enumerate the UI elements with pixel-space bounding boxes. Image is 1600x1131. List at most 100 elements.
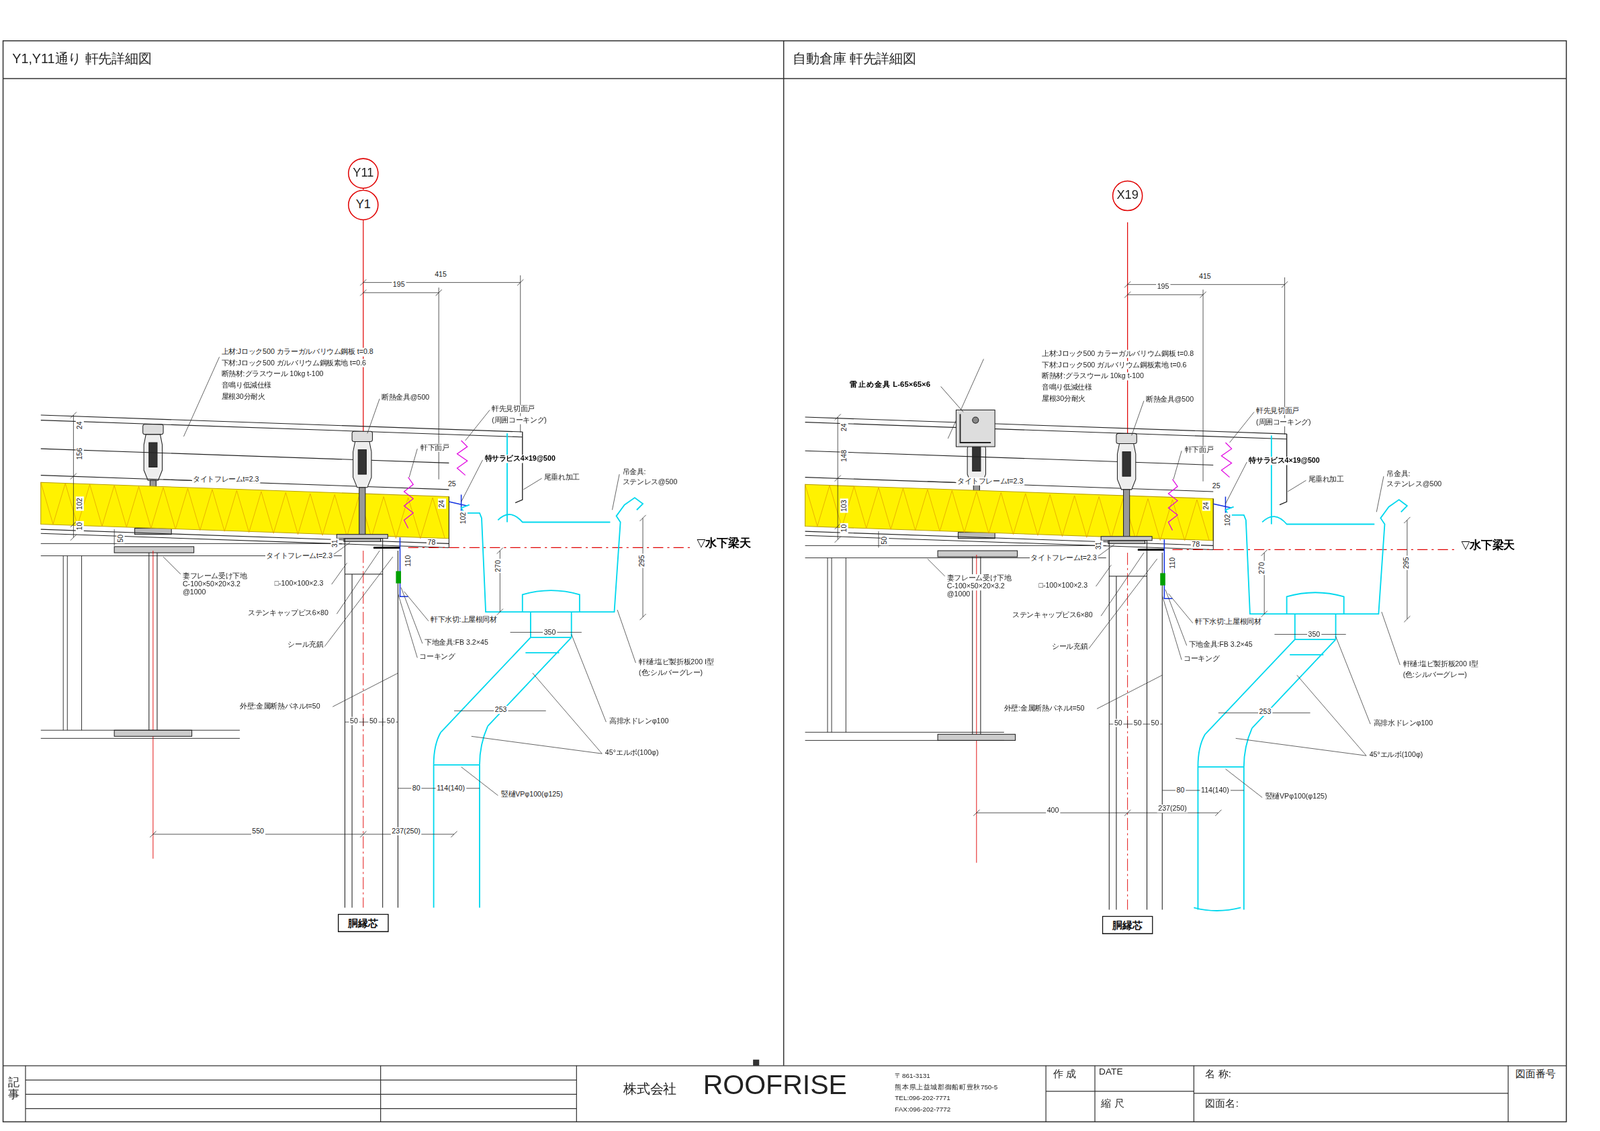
drawing-label: 50 <box>880 535 889 546</box>
drawing-label: 図面名: <box>1204 1097 1240 1109</box>
header-band: 自動倉庫 軒先詳細図 <box>783 40 1567 79</box>
drawing-label: 10 <box>839 523 848 534</box>
drawing-label: 上材:Jロック500 カラーガルバリウム鋼板 t=0.8 <box>1041 349 1195 359</box>
drawing-label: 195 <box>1156 282 1171 291</box>
drawing-label: 50 <box>349 716 360 725</box>
grid-bubble: X19 <box>1112 180 1144 212</box>
node-text: 胴縁芯 <box>1112 919 1144 931</box>
drawing-label: 45°エルボ(100φ) <box>603 748 660 758</box>
drawing-label: ▽水下梁天 <box>695 536 752 549</box>
drawing-label: 高排水ドレンφ100 <box>1372 719 1434 728</box>
drawing-rect <box>955 409 995 447</box>
drawing-label: コーキング <box>1182 654 1221 663</box>
drawing-line <box>3 1065 1567 1066</box>
dimension-lines <box>149 810 1241 911</box>
drawing-label: 妻フレーム受け下地 <box>945 574 1013 583</box>
header-band: Y1,Y11通り 軒先詳細図 <box>3 40 784 79</box>
drawing-label: 400 <box>1045 806 1060 815</box>
drawing-label: タイトフレームt=2.3 <box>1029 554 1098 563</box>
drawing-label: 軒下面戸 <box>1183 446 1215 455</box>
drawing-label: 断熱金具@500 <box>1144 395 1195 404</box>
drawing-label: (周囲コーキング) <box>491 416 549 425</box>
drawing-label: 断熱材:グラスウール 10kg t-100 <box>220 370 325 379</box>
drawing-label: 25 <box>446 480 457 489</box>
drawing-label: 50 <box>385 716 396 725</box>
drawing-label: 156 <box>75 446 84 461</box>
drawing-label: 記事 <box>8 1076 20 1101</box>
drawing-label: 24 <box>839 422 848 433</box>
drawing-label: 50 <box>1132 719 1143 728</box>
drawing-label: 237(250) <box>390 826 422 835</box>
eave-detail <box>805 222 1459 910</box>
drawing-label: 下地金具:FB 3.2×45 <box>423 638 490 647</box>
drawing-label: 屋根30分耐火 <box>220 392 266 402</box>
drawing-label: 270 <box>493 558 502 573</box>
drawing-label: 縮 尺 <box>1100 1097 1126 1109</box>
drawing-label: 上材:Jロック500 カラーガルバリウム鋼板 t=0.8 <box>220 347 375 357</box>
reference-box: 胴縁芯 <box>1102 916 1154 935</box>
drawing-label: 吊金具: <box>621 468 647 477</box>
drawing-label: 295 <box>1402 556 1411 571</box>
drawing-label: 特サラビス4×19@500 <box>483 454 557 463</box>
drawing-label: 415 <box>433 270 449 279</box>
drawing-label: 195 <box>391 280 406 289</box>
drawing-label: 24 <box>1202 501 1211 512</box>
drawing-path <box>960 414 992 444</box>
drawing-label: 24 <box>437 499 447 510</box>
drawing-label: 高排水ドレンφ100 <box>607 716 670 725</box>
drawing-label: 下材:Jロック500 ガルバリウム鋼板素地 t=0.6 <box>1041 361 1188 370</box>
title-block <box>3 1059 1567 1123</box>
drawing-label: 78 <box>426 538 437 547</box>
drawing-label: ステンキャップビス6×80 <box>1010 611 1094 620</box>
drawing-label: □-100×100×2.3 <box>273 579 325 588</box>
drawing-label: ステンレス@500 <box>1385 480 1443 489</box>
reference-box: 胴縁芯 <box>337 914 389 933</box>
grid-bubble: Y11 <box>347 157 379 189</box>
drawing-label: □-100×100×2.3 <box>1037 581 1089 590</box>
drawing-label: (周囲コーキング) <box>1255 418 1313 427</box>
drawing-label: 下地金具:FB 3.2×45 <box>1187 640 1254 649</box>
drawing-label: ステンキャップビス6×80 <box>247 609 330 618</box>
drawing-label: 415 <box>1197 272 1212 281</box>
drawing-label: 550 <box>251 826 266 835</box>
drawing-label: 妻フレーム受け下地 <box>181 572 248 581</box>
node-text: Y1,Y11通り 軒先詳細図 <box>12 52 152 68</box>
drawing-label: 熊本県上益城郡御船町豊秋750-5 <box>894 1083 999 1091</box>
drawing-label: ステンレス@500 <box>621 478 679 487</box>
drawing-label: 102 <box>459 511 468 526</box>
drawing-label: 114(140) <box>435 784 467 793</box>
drawing-label: コーキング <box>418 652 457 661</box>
drawing-label: 屋根30分耐火 <box>1041 394 1087 404</box>
lightning-bracket <box>941 386 996 448</box>
drawing-label: タイトフレームt=2.3 <box>192 475 260 484</box>
drawing-label: 軒樋:塩ビ製折板200 Ⅰ型 <box>1401 659 1480 668</box>
drawing-label: 音鳴り低減仕様 <box>1041 383 1093 392</box>
drawing-label: 50 <box>116 533 125 544</box>
grid-bubble: Y1 <box>347 189 379 221</box>
node-text: 胴縁芯 <box>347 917 379 929</box>
drawing-label: 竪樋VPφ100(φ125) <box>1264 792 1328 801</box>
drawing-label: 237(250) <box>1157 804 1189 813</box>
drawing-label: 110 <box>1168 556 1177 570</box>
drawing-label: 軒下面戸 <box>419 443 451 453</box>
drawing-path <box>1193 907 1241 911</box>
drawing-label: (色:シルバーグレー) <box>1401 671 1468 680</box>
drawing-label: 24 <box>75 420 84 431</box>
drawing-label: DATE <box>1098 1068 1125 1079</box>
drawing-path <box>941 386 964 413</box>
drawing-label: 253 <box>493 705 508 715</box>
drawing-label: 雷止め金具 L-65×65×6 <box>849 380 932 389</box>
drawing-label: タイトフレームt=2.3 <box>265 552 334 561</box>
drawing-label: 尾垂れ加工 <box>1307 475 1345 484</box>
drawing-label: 114(140) <box>1199 786 1230 795</box>
drawing-label: タイトフレームt=2.3 <box>955 477 1024 486</box>
drawing-label: 102 <box>1223 513 1232 528</box>
drawing-path <box>25 1065 1508 1123</box>
drawing-label: 80 <box>1175 786 1186 795</box>
drawing-label: 特サラビス4×19@500 <box>1248 456 1321 465</box>
drawing-label: 下材:Jロック500 ガルバリウム鋼板素地 t=0.6 <box>220 359 367 368</box>
drawing-label: 軒先見切面戸 <box>1255 407 1301 416</box>
